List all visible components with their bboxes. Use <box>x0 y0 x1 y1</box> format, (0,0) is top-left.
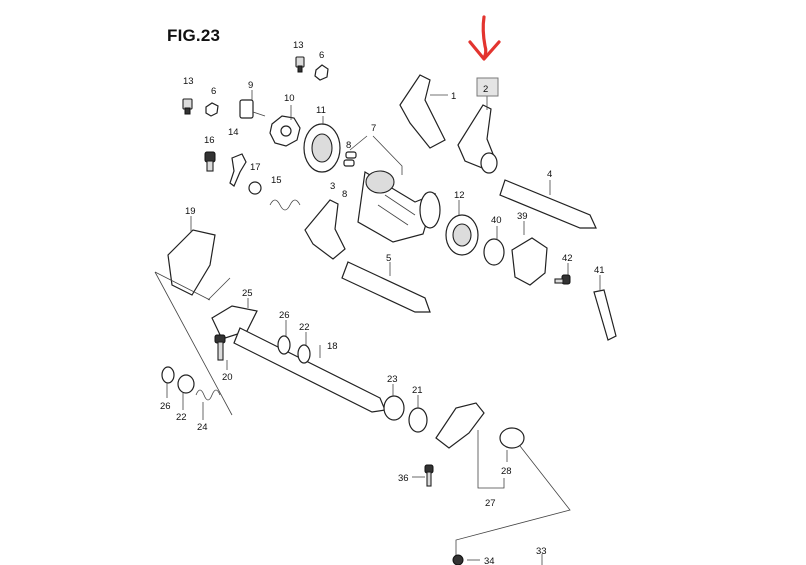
part-4-fork-shaft <box>499 179 597 229</box>
part-40-ring <box>483 238 505 266</box>
part-39-pawl-holder <box>511 237 548 286</box>
callout-2: 2 <box>483 84 488 95</box>
part-1-shift-fork <box>399 74 446 149</box>
callout-13: 13 <box>293 40 304 51</box>
part-28-lever-joint <box>499 427 525 449</box>
part-11-bearing-inner <box>311 133 333 163</box>
callout-27: 27 <box>485 498 496 509</box>
part-26-circlip-shaft <box>277 335 291 355</box>
part-41-plate <box>593 289 617 341</box>
callout-10: 10 <box>284 93 295 104</box>
red-arrow-icon <box>468 15 501 61</box>
callout-8: 8 <box>346 140 351 151</box>
callout-42: 42 <box>562 253 573 264</box>
part-23-oil-seal <box>383 395 405 421</box>
part-20-bolt <box>214 334 226 361</box>
callout-22: 22 <box>299 322 310 333</box>
part-34-nut <box>452 554 464 565</box>
callout-12: 12 <box>454 190 465 201</box>
highlight-box <box>476 77 499 97</box>
callout-28: 28 <box>501 466 512 477</box>
callout-24: 24 <box>197 422 208 433</box>
callout-8: 8 <box>342 189 347 200</box>
callout-6: 6 <box>211 86 216 97</box>
callout-23: 23 <box>387 374 398 385</box>
part-3-shift-fork <box>304 199 346 260</box>
callout-19: 19 <box>185 206 196 217</box>
part-24-spring <box>195 389 221 401</box>
callout-1: 1 <box>451 91 456 102</box>
part-7-shift-drum <box>357 170 441 243</box>
callout-34: 34 <box>484 556 495 565</box>
part-15-spring <box>269 199 301 211</box>
part-26-circlip <box>161 366 175 384</box>
part-22-washer <box>177 374 195 394</box>
callout-11: 11 <box>316 105 326 116</box>
callout-13: 13 <box>183 76 194 87</box>
callout-4: 4 <box>547 169 552 180</box>
part-13-screw-left <box>182 98 193 115</box>
callout-15: 15 <box>271 175 282 186</box>
callout-labels: 13 6 13 6 9 10 11 7 1 2 16 14 17 15 8 8 … <box>160 40 605 565</box>
part-12-bearing-inner <box>452 223 472 247</box>
part-2-fork-boss <box>480 152 498 174</box>
part-19-arm-plate <box>167 229 216 296</box>
callout-39: 39 <box>517 211 528 222</box>
callout-3: 3 <box>330 181 335 192</box>
callout-16: 16 <box>204 135 215 146</box>
callout-41: 41 <box>594 265 605 276</box>
callout-7: 7 <box>371 123 376 134</box>
figure-title: FIG.23 <box>167 26 221 45</box>
callout-40: 40 <box>491 215 502 226</box>
callout-9: 9 <box>248 80 253 91</box>
callout-22: 22 <box>176 412 187 423</box>
part-22-washer-shaft <box>297 344 311 364</box>
part-5-fork-shaft <box>341 261 431 313</box>
part-21-washer <box>408 407 428 433</box>
part-13-screw-top <box>295 56 305 73</box>
callout-26: 26 <box>279 310 290 321</box>
part-18-gearshift-shaft <box>233 327 386 413</box>
callout-26: 26 <box>160 401 171 412</box>
callout-18: 18 <box>327 341 338 352</box>
part-6-washer-left <box>205 102 219 117</box>
part-27-shift-lever <box>435 402 485 449</box>
part-8-pin-b <box>343 159 355 167</box>
callout-36: 36 <box>398 473 409 484</box>
part-2-shift-fork <box>457 104 496 170</box>
part-36-bolt <box>424 464 434 487</box>
callout-25: 25 <box>242 288 253 299</box>
callout-5: 5 <box>386 253 391 264</box>
callout-14: 14 <box>228 127 239 138</box>
callout-20: 20 <box>222 372 233 383</box>
part-16-bolt <box>204 151 216 172</box>
callout-21: 21 <box>412 385 423 396</box>
part-9-pin <box>239 99 266 119</box>
leader-lines <box>154 90 601 565</box>
callout-6: 6 <box>319 50 324 61</box>
callout-33: 33 <box>536 546 547 557</box>
part-42-bolt <box>554 274 571 285</box>
part-17-washer <box>248 181 262 195</box>
part-14-stopper-arm <box>229 153 247 187</box>
part-8-pin-a <box>345 151 357 159</box>
part-10-center <box>280 125 292 137</box>
part-6-washer-top <box>314 64 329 81</box>
callout-17: 17 <box>250 162 261 173</box>
